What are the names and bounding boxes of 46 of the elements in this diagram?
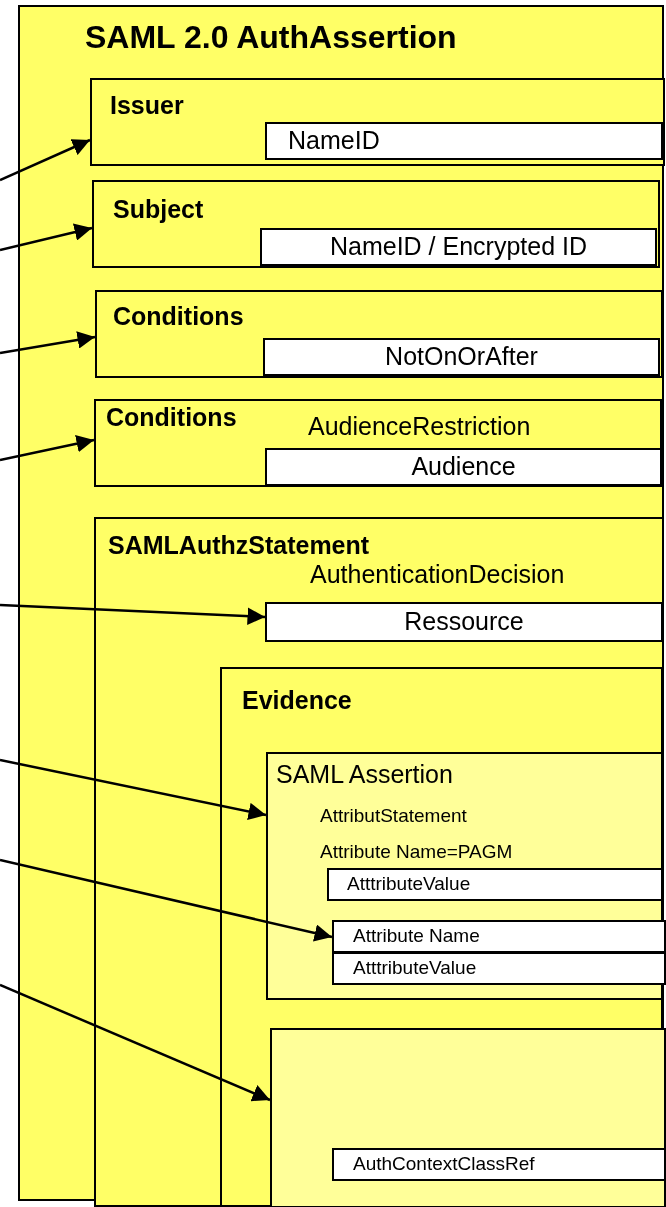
element-label: Audience xyxy=(411,453,516,481)
value-box xyxy=(265,122,663,160)
arrow xyxy=(0,983,271,1102)
element-label: NameID / Encrypted ID xyxy=(330,233,587,261)
element-label: NotOnOrAfter xyxy=(385,343,538,371)
element-label: AudienceRestriction xyxy=(308,413,531,441)
element-heading: Subject xyxy=(113,196,204,224)
value-box xyxy=(265,448,662,486)
element-label: AuthenticationDecision xyxy=(310,561,565,589)
element-label: AuthContextClassRef xyxy=(353,1154,535,1175)
value-box xyxy=(332,920,666,953)
element-box xyxy=(94,399,662,487)
element-box xyxy=(92,180,660,268)
arrow xyxy=(0,435,95,462)
arrow xyxy=(0,858,333,942)
arrow xyxy=(0,603,266,625)
element-label: SAML Assertion xyxy=(276,761,453,789)
arrow xyxy=(0,223,93,252)
element-label: Ressource xyxy=(404,608,524,636)
element-box xyxy=(90,78,665,166)
arrow xyxy=(0,331,96,355)
evidence-box xyxy=(220,667,663,1207)
element-box xyxy=(95,290,663,378)
element-label: AtttributeValue xyxy=(353,958,477,979)
element-heading: SAML 2.0 AuthAssertion xyxy=(85,20,457,56)
assertion-box xyxy=(266,752,663,1000)
value-box xyxy=(332,1148,666,1181)
element-label: NameID xyxy=(288,127,380,155)
value-box xyxy=(263,338,660,376)
arrow xyxy=(0,758,267,821)
element-heading: SAMLAuthzStatement xyxy=(108,532,370,560)
value-box xyxy=(260,228,657,266)
element-heading: Issuer xyxy=(110,92,184,120)
element-label: Attribute Name=PAGM xyxy=(320,842,513,863)
value-box xyxy=(332,952,666,985)
value-box xyxy=(265,602,663,642)
element-label: AttributStatement xyxy=(320,806,467,827)
element-heading: Conditions xyxy=(106,404,237,432)
value-box xyxy=(327,868,663,901)
element-label: Attribute Name xyxy=(353,926,480,947)
statement-box xyxy=(94,517,664,1207)
element-heading: Evidence xyxy=(242,687,352,715)
element-label: AtttributeValue xyxy=(347,874,471,895)
arrow xyxy=(0,138,91,182)
element-heading: Conditions xyxy=(113,303,244,331)
empty-box xyxy=(270,1028,666,1207)
